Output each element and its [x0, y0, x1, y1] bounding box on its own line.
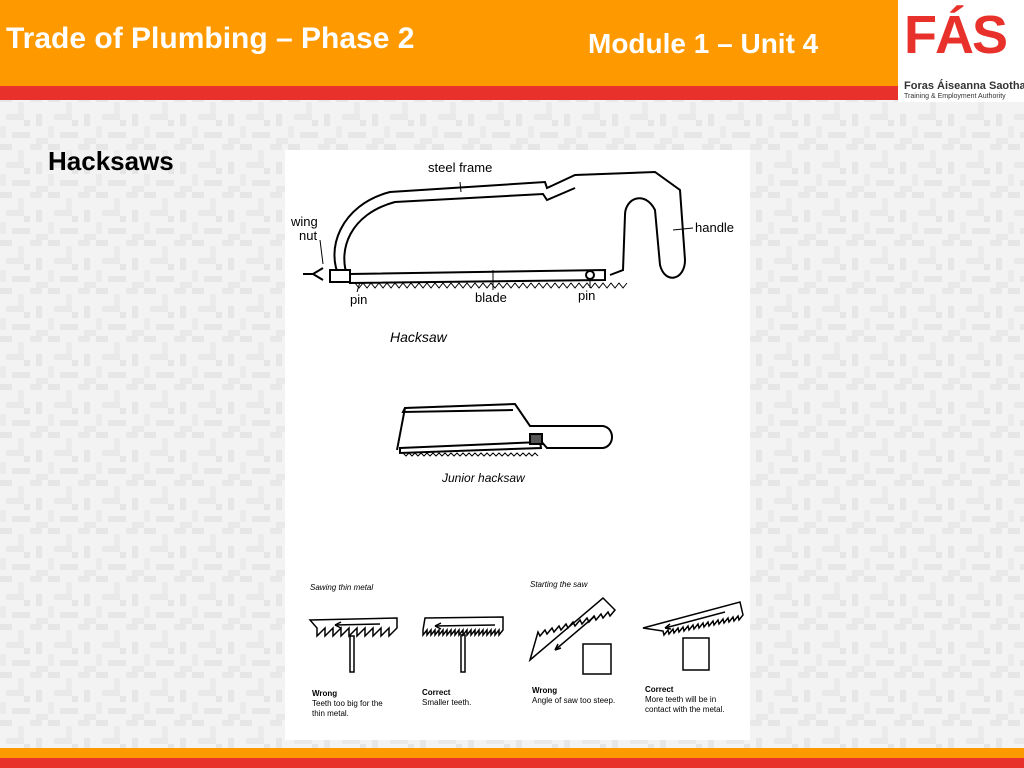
panel-4-line2: contact with the metal.	[645, 705, 725, 714]
caption-hacksaw: Hacksaw	[390, 329, 448, 345]
panel-2-line1: Smaller teeth.	[422, 698, 471, 707]
panel-correct-angle-drawing	[642, 601, 744, 671]
fas-logo	[898, 0, 1024, 102]
panel-3-verdict: Wrong	[532, 686, 557, 695]
junior-hacksaw-drawing	[396, 402, 613, 457]
label-pin-left: pin	[350, 292, 367, 307]
header-accent-stripe	[0, 86, 898, 100]
label-handle: handle	[695, 220, 734, 235]
label-nut: nut	[299, 228, 317, 243]
heading-starting-the-saw: Starting the saw	[530, 580, 589, 589]
panel-1-verdict: Wrong	[312, 689, 337, 698]
panel-wrong-angle-drawing	[528, 596, 617, 675]
panel-correct-teeth-drawing	[422, 616, 504, 673]
fas-logo-line2: Training & Employment Authority	[904, 93, 1006, 100]
label-steel-frame: steel frame	[428, 160, 492, 175]
panel-3-line1: Angle of saw too steep.	[532, 696, 615, 705]
caption-junior-hacksaw: Junior hacksaw	[441, 471, 526, 485]
label-blade: blade	[475, 290, 507, 305]
panel-2-verdict: Correct	[422, 688, 451, 697]
heading-sawing-thin-metal: Sawing thin metal	[310, 583, 373, 592]
hacksaw-diagram: steel frame wing nut handle pin blade pi…	[285, 150, 750, 740]
panel-wrong-teeth-drawing	[308, 617, 398, 673]
footer-red-stripe	[0, 758, 1024, 768]
footer-orange-stripe	[0, 748, 1024, 758]
panel-4-line1: More teeth will be in	[645, 695, 716, 704]
label-pin-right: pin	[578, 288, 595, 303]
module-unit-label: Module 1 – Unit 4	[588, 28, 819, 59]
slide-heading: Hacksaws	[48, 146, 174, 176]
panel-4-verdict: Correct	[645, 685, 674, 694]
hacksaw-drawing	[303, 170, 694, 293]
panel-1-line2: thin metal.	[312, 709, 349, 718]
fas-logo-mark: FÁS	[904, 5, 1008, 65]
label-wing: wing	[290, 214, 318, 229]
fas-logo-line1: Foras Áiseanna Saothair	[904, 80, 1024, 92]
header-bar	[0, 0, 898, 86]
course-title: Trade of Plumbing – Phase 2	[6, 22, 415, 55]
panel-1-line1: Teeth too big for the	[312, 699, 383, 708]
